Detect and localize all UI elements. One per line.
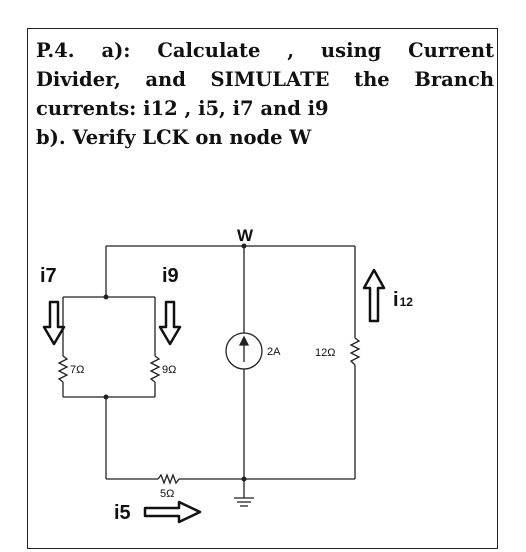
current-label-i5: i5: [114, 502, 131, 524]
resistor-7-ohm: [57, 355, 69, 383]
node-bottom-dot: [241, 476, 247, 482]
resistor-5-ohm: [157, 473, 180, 485]
current-arrow-i9-icon: [158, 300, 182, 346]
current-source-label: 2A: [267, 346, 281, 358]
resistor-7-label: 7Ω: [70, 364, 84, 376]
current-label-i12-main: i: [393, 289, 399, 311]
resistor-9-ohm: [149, 355, 161, 383]
current-label-i9: i9: [162, 265, 179, 287]
node-left-top-dot: [103, 294, 109, 300]
resistor-9-label: 9Ω: [162, 364, 176, 376]
current-arrow-i12-icon: [362, 268, 386, 323]
problem-line-3: currents: i12 , i5, i7 and i9: [36, 97, 329, 120]
current-arrow-i7-icon: [42, 300, 66, 346]
problem-line-4: b). Verify LCK on node W: [36, 126, 312, 149]
problem-statement: P.4. a): Calculate , using Current Divid…: [36, 36, 494, 152]
current-label-i7: i7: [40, 265, 57, 287]
source-arrow-icon: [238, 335, 250, 362]
resistor-12-ohm: [349, 337, 361, 366]
current-arrow-i5-icon: [143, 500, 202, 524]
problem-line-2: Divider, and SIMULATE the Branch: [36, 68, 494, 91]
current-label-i12: i12: [393, 289, 413, 311]
resistor-5-label: 5Ω: [160, 488, 174, 500]
problem-line-1: P.4. a): Calculate , using Current: [36, 39, 494, 62]
resistor-12-label: 12Ω: [315, 347, 335, 359]
node-left-bottom-dot: [103, 394, 109, 400]
node-w-label: W: [237, 226, 254, 245]
node-w-dot: [241, 243, 247, 249]
current-label-i12-sub: 12: [400, 295, 414, 309]
